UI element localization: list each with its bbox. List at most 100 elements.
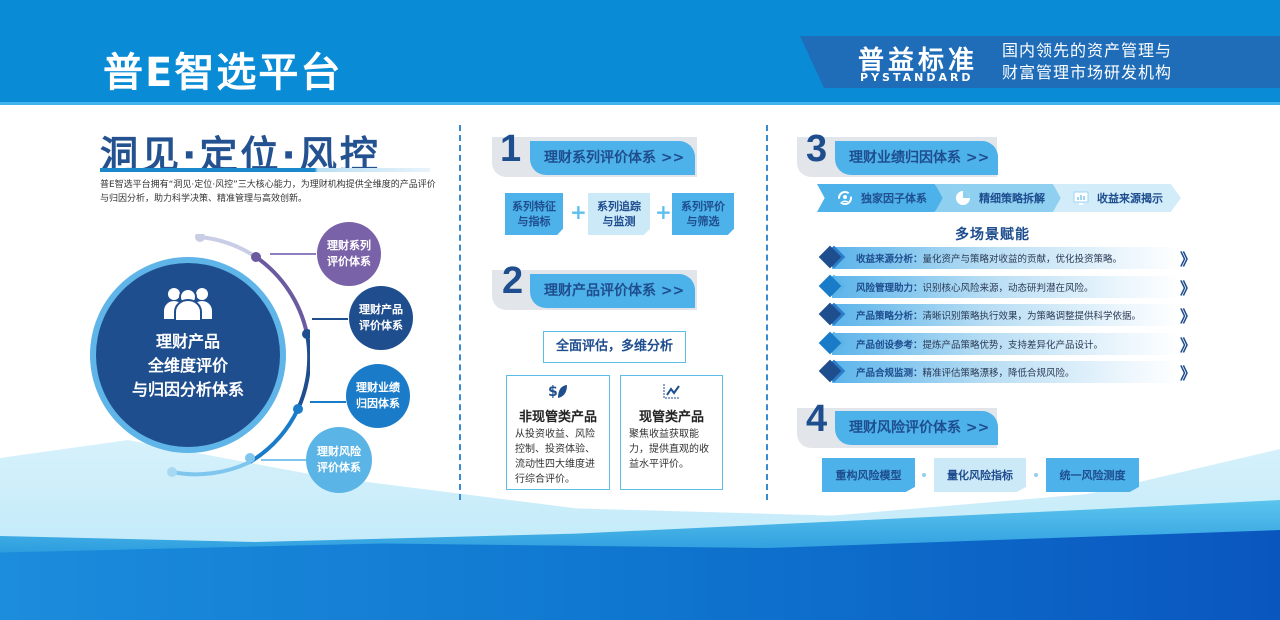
chip-series-features: 系列特征与指标 bbox=[505, 193, 563, 235]
center-line-1: 理财产品 bbox=[155, 332, 220, 351]
connector-1 bbox=[270, 253, 316, 255]
row-value: 提炼产品策略优势，支持差异化产品设计。 bbox=[922, 340, 1104, 351]
logo-band bbox=[800, 36, 1280, 88]
header-divider bbox=[0, 102, 1280, 105]
divider-right bbox=[766, 125, 768, 500]
step-3-label: 收益来源揭示 bbox=[1097, 192, 1163, 205]
chip-quantify-risk-indicators: 量化风险指标 bbox=[934, 458, 1026, 492]
multi-scenario-title: 多场景赋能 bbox=[955, 227, 1030, 243]
scenario-row: 产品策略分析：清晰识别策略执行效果，为策略调整提供科学依据。 》 bbox=[818, 302, 1196, 326]
node-1-line-2: 评价体系 bbox=[327, 255, 371, 268]
section-1-number: 1 bbox=[500, 128, 522, 170]
card-cash-products: 现管类产品 聚焦收益获取能力，提供直观的收益水平评价。 bbox=[620, 375, 723, 490]
plus-icon: + bbox=[570, 200, 587, 224]
row-value: 精准评估策略漂移，降低合规风险。 bbox=[922, 368, 1075, 379]
row-value: 清晰识别策略执行效果，为策略调整提供科学依据。 bbox=[922, 311, 1142, 322]
card-2-title: 现管类产品 bbox=[638, 410, 704, 425]
row-background bbox=[832, 333, 1182, 355]
pie-chart-icon bbox=[956, 191, 970, 205]
chip-series-screening: 系列评价与筛选 bbox=[672, 193, 734, 235]
scenario-row: 风险管理助力：识别核心风险来源，动态研判潜在风险。 》 bbox=[818, 274, 1196, 298]
row-background bbox=[832, 276, 1182, 298]
node-4-line-1: 理财风险 bbox=[317, 445, 361, 458]
separator-dot bbox=[1034, 473, 1038, 477]
chevron-right-icon[interactable]: 》 bbox=[1179, 279, 1196, 298]
row-text: 收益来源分析：量化资产与策略对收益的贡献，优化投资策略。 bbox=[856, 251, 1122, 265]
center-circle-text: 理财产品 全维度评价 与归因分析体系 bbox=[96, 330, 280, 402]
node-series-evaluation[interactable]: 理财系列评价体系 bbox=[317, 222, 381, 286]
section-3-number: 3 bbox=[806, 128, 828, 170]
card-2-body: 聚焦收益获取能力，提供直观的收益水平评价。 bbox=[629, 429, 709, 470]
card-1-title: 非现管类产品 bbox=[518, 410, 597, 425]
plus-icon: + bbox=[655, 200, 672, 224]
node-2-line-2: 评价体系 bbox=[359, 319, 403, 332]
orbit-arc bbox=[167, 234, 310, 477]
cycle-icon bbox=[838, 191, 852, 205]
separator-dot bbox=[922, 473, 926, 477]
section-3-title[interactable]: 理财业绩归因体系 >> bbox=[835, 141, 998, 175]
row-key: 产品合规监测： bbox=[856, 368, 923, 379]
logo-chinese: 普益标准 bbox=[858, 46, 979, 76]
chevron-right-icon[interactable]: 》 bbox=[1179, 364, 1196, 383]
section-2-number: 2 bbox=[502, 260, 524, 302]
chip-unified-risk-measure: 统一风险测度 bbox=[1046, 458, 1139, 492]
left-description: 普E智选平台拥有“洞见·定位·风控”三大核心能力，为理财机构提供全维度的产品评价… bbox=[100, 180, 436, 204]
chip-3-line-1: 系列评价 bbox=[681, 200, 725, 213]
node-performance-attribution[interactable]: 理财业绩归因体系 bbox=[346, 364, 410, 428]
section-4-title[interactable]: 理财风险评价体系 >> bbox=[835, 411, 998, 445]
section-1-title[interactable]: 理财系列评价体系 >> bbox=[530, 141, 695, 175]
divider-left bbox=[459, 125, 461, 500]
monitor-chart-icon bbox=[1073, 191, 1089, 205]
people-group-icon bbox=[164, 288, 212, 321]
center-line-3: 与归因分析体系 bbox=[131, 380, 244, 399]
row-background bbox=[832, 361, 1182, 383]
center-line-2: 全维度评价 bbox=[147, 356, 228, 375]
step-return-sources: 收益来源揭示 bbox=[1053, 184, 1181, 212]
step-2-label: 精细策略拆解 bbox=[979, 192, 1045, 205]
scenario-row: 产品创设参考：提炼产品策略优势，支持差异化产品设计。 》 bbox=[818, 331, 1196, 355]
node-risk-evaluation[interactable]: 理财风险评价体系 bbox=[306, 427, 372, 493]
chevron-right-icon[interactable]: 》 bbox=[1179, 336, 1196, 355]
chip-1-line-2: 与指标 bbox=[517, 215, 551, 228]
row-key: 产品策略分析： bbox=[856, 311, 923, 322]
connector-2 bbox=[312, 318, 348, 320]
chip-rebuild-risk-model: 重构风险模型 bbox=[822, 458, 915, 492]
connector-3 bbox=[310, 401, 346, 403]
chevron-right-icon[interactable]: 》 bbox=[1179, 307, 1196, 326]
node-3-line-1: 理财业绩 bbox=[356, 381, 400, 394]
tagline-line-1: 国内领先的资产管理与 bbox=[1002, 41, 1173, 60]
node-1-line-1: 理财系列 bbox=[327, 239, 371, 252]
chevron-right-icon[interactable]: 》 bbox=[1179, 250, 1196, 269]
step-factor-system: 独家因子体系 bbox=[817, 184, 945, 212]
row-text: 产品创设参考：提炼产品策略优势，支持差异化产品设计。 bbox=[856, 337, 1103, 351]
tagline-line-2: 财富管理市场研发机构 bbox=[1002, 63, 1173, 82]
section-4-number: 4 bbox=[806, 398, 828, 440]
connector-4 bbox=[261, 459, 307, 461]
node-3-line-2: 归因体系 bbox=[356, 397, 400, 410]
row-text: 产品合规监测：精准评估策略漂移，降低合规风险。 bbox=[856, 365, 1075, 379]
chip-series-tracking: 系列追踪与监测 bbox=[588, 193, 650, 235]
logo-english: PYSTANDARD bbox=[860, 71, 974, 84]
money-leaf-icon: $ bbox=[548, 384, 567, 400]
node-4-line-2: 评价体系 bbox=[317, 461, 361, 474]
platform-title: 普E智选平台 bbox=[103, 50, 343, 96]
row-key: 产品创设参考： bbox=[856, 340, 923, 351]
section-2-title[interactable]: 理财产品评价体系 >> bbox=[530, 274, 695, 308]
row-value: 量化资产与策略对收益的贡献，优化投资策略。 bbox=[922, 254, 1123, 265]
section-2-subtitle: 全面评估，多维分析 bbox=[543, 331, 686, 363]
chip-1-line-1: 系列特征 bbox=[512, 200, 556, 213]
row-background bbox=[832, 247, 1182, 269]
chip-2-line-1: 系列追踪 bbox=[597, 200, 641, 213]
row-key: 收益来源分析： bbox=[856, 254, 923, 265]
heading-underline bbox=[100, 168, 430, 172]
node-product-evaluation[interactable]: 理财产品评价体系 bbox=[349, 286, 413, 350]
card-non-cash-products: $ 非现管类产品 从投资收益、风险控制、投资体验、流动性四大维度进行综合评价。 bbox=[506, 375, 610, 490]
trend-chart-icon bbox=[663, 384, 680, 399]
row-background bbox=[832, 304, 1182, 326]
step-strategy-breakdown: 精细策略拆解 bbox=[935, 184, 1063, 212]
step-1-label: 独家因子体系 bbox=[861, 192, 927, 205]
row-text: 产品策略分析：清晰识别策略执行效果，为策略调整提供科学依据。 bbox=[856, 308, 1141, 322]
card-1-body: 从投资收益、风险控制、投资体验、流动性四大维度进行综合评价。 bbox=[515, 429, 595, 485]
row-key: 风险管理助力： bbox=[856, 283, 923, 294]
row-value: 识别核心风险来源，动态研判潜在风险。 bbox=[922, 283, 1094, 294]
